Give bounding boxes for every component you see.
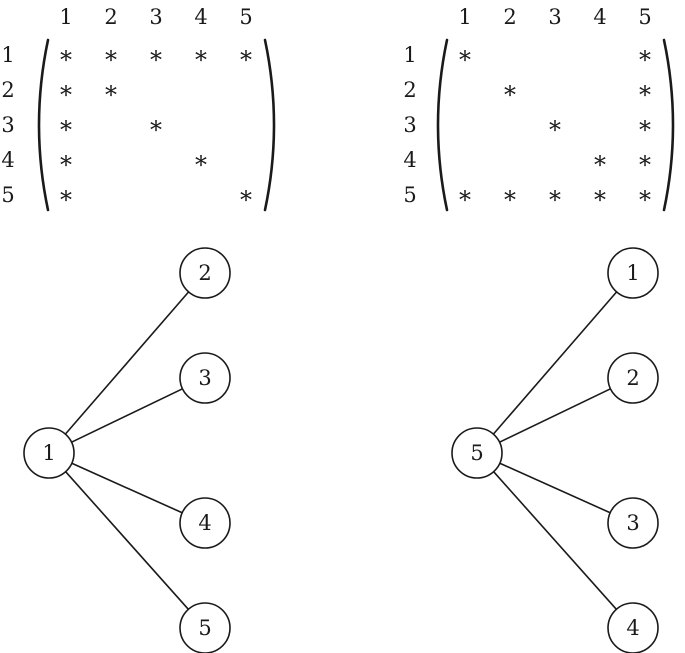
row-header: 1 (1, 43, 14, 67)
graph-leaf-node: 5 (179, 602, 231, 653)
right-parenthesis (263, 38, 276, 212)
nonzero-entry: * (60, 46, 72, 74)
column-header: 5 (638, 5, 651, 29)
graph-center-node: 1 (23, 427, 75, 479)
left-parenthesis (37, 38, 50, 212)
nonzero-entry: * (549, 186, 561, 214)
graph-edge (71, 388, 183, 443)
column-header: 4 (194, 5, 207, 29)
node-circle (179, 602, 231, 653)
matrices-layer: 1 2 3 4 5 1 2 3 4 5 * * * * * * * * * * * * * 1 2 3 4 5 1 2 3 4 5 * * * * * * *… (1, 5, 675, 214)
nonzero-entry: * (549, 116, 561, 144)
nonzero-entry: * (639, 46, 651, 74)
graph-edge (64, 291, 190, 435)
node-label: 1 (626, 261, 639, 285)
nonzero-entry: * (150, 46, 162, 74)
node-label: 2 (198, 261, 211, 285)
graph-edge (493, 471, 617, 610)
nonzero-entry: * (594, 151, 606, 179)
graph-leaf-node: 4 (179, 497, 231, 549)
graph-leaf-node: 1 (607, 247, 659, 299)
graph-edge (71, 462, 183, 514)
column-header: 4 (593, 5, 606, 29)
graph-leaf-node: 3 (607, 497, 659, 549)
arrow-matrix-last: 1 2 3 4 5 1 2 3 4 5 * * * * * * * * * * * * * (403, 5, 675, 214)
nonzero-entry: * (60, 116, 72, 144)
nonzero-entry: * (459, 186, 471, 214)
node-label: 4 (626, 616, 639, 640)
graph-center-node: 5 (451, 427, 503, 479)
nonzero-entry: * (639, 116, 651, 144)
nonzero-entry: * (195, 151, 207, 179)
column-header: 2 (503, 5, 516, 29)
node-label: 5 (470, 441, 483, 465)
nonzero-entry: * (105, 46, 117, 74)
node-label: 1 (42, 441, 55, 465)
node-circle (179, 247, 231, 299)
left-parenthesis (436, 38, 449, 212)
nonzero-entry: * (594, 186, 606, 214)
column-header: 2 (104, 5, 117, 29)
nonzero-entry: * (60, 151, 72, 179)
column-header: 1 (59, 5, 72, 29)
node-circle (607, 247, 659, 299)
nonzero-entry: * (240, 46, 252, 74)
node-circle (179, 497, 231, 549)
nonzero-entry: * (60, 81, 72, 109)
graph-leaf-node: 2 (607, 352, 659, 404)
row-header: 5 (403, 183, 416, 207)
star-graph-last: 5 1 2 3 4 (451, 247, 659, 653)
column-header: 3 (548, 5, 561, 29)
row-header: 2 (403, 78, 416, 102)
row-header: 3 (1, 113, 14, 137)
right-parenthesis (662, 38, 675, 212)
row-header: 4 (403, 148, 416, 172)
nonzero-entry: * (240, 186, 252, 214)
nonzero-entry: * (639, 81, 651, 109)
nonzero-entry: * (504, 81, 516, 109)
nonzero-entry: * (504, 186, 516, 214)
column-header: 1 (458, 5, 471, 29)
graph-edge (65, 471, 189, 610)
graph-leaf-node: 4 (607, 602, 659, 653)
node-circle (607, 352, 659, 404)
graph-edge (499, 462, 611, 514)
node-label: 2 (626, 366, 639, 390)
node-label: 4 (198, 511, 211, 535)
nonzero-entry: * (639, 151, 651, 179)
graph-leaf-node: 2 (179, 247, 231, 299)
nonzero-entry: * (60, 186, 72, 214)
nonzero-entry: * (195, 46, 207, 74)
column-header: 5 (239, 5, 252, 29)
row-header: 1 (403, 43, 416, 67)
node-label: 5 (198, 616, 211, 640)
row-header: 2 (1, 78, 14, 102)
graph-leaf-node: 3 (179, 352, 231, 404)
nonzero-entry: * (105, 81, 117, 109)
graph-edge (499, 388, 611, 443)
node-label: 3 (198, 366, 211, 390)
graphs-layer: 1 2 3 4 5 5 1 2 3 4 (23, 247, 659, 653)
nonzero-entry: * (459, 46, 471, 74)
node-circle (179, 352, 231, 404)
node-circle (607, 497, 659, 549)
node-circle (451, 427, 503, 479)
row-header: 3 (403, 113, 416, 137)
star-graph-first: 1 2 3 4 5 (23, 247, 231, 653)
row-header: 5 (1, 183, 14, 207)
column-header: 3 (149, 5, 162, 29)
node-label: 3 (626, 511, 639, 535)
nonzero-entry: * (639, 186, 651, 214)
graph-edge (492, 291, 618, 435)
nonzero-entry: * (150, 116, 162, 144)
node-circle (23, 427, 75, 479)
arrow-matrix-first: 1 2 3 4 5 1 2 3 4 5 * * * * * * * * * * * * * (1, 5, 276, 214)
row-header: 4 (1, 148, 14, 172)
node-circle (607, 602, 659, 653)
